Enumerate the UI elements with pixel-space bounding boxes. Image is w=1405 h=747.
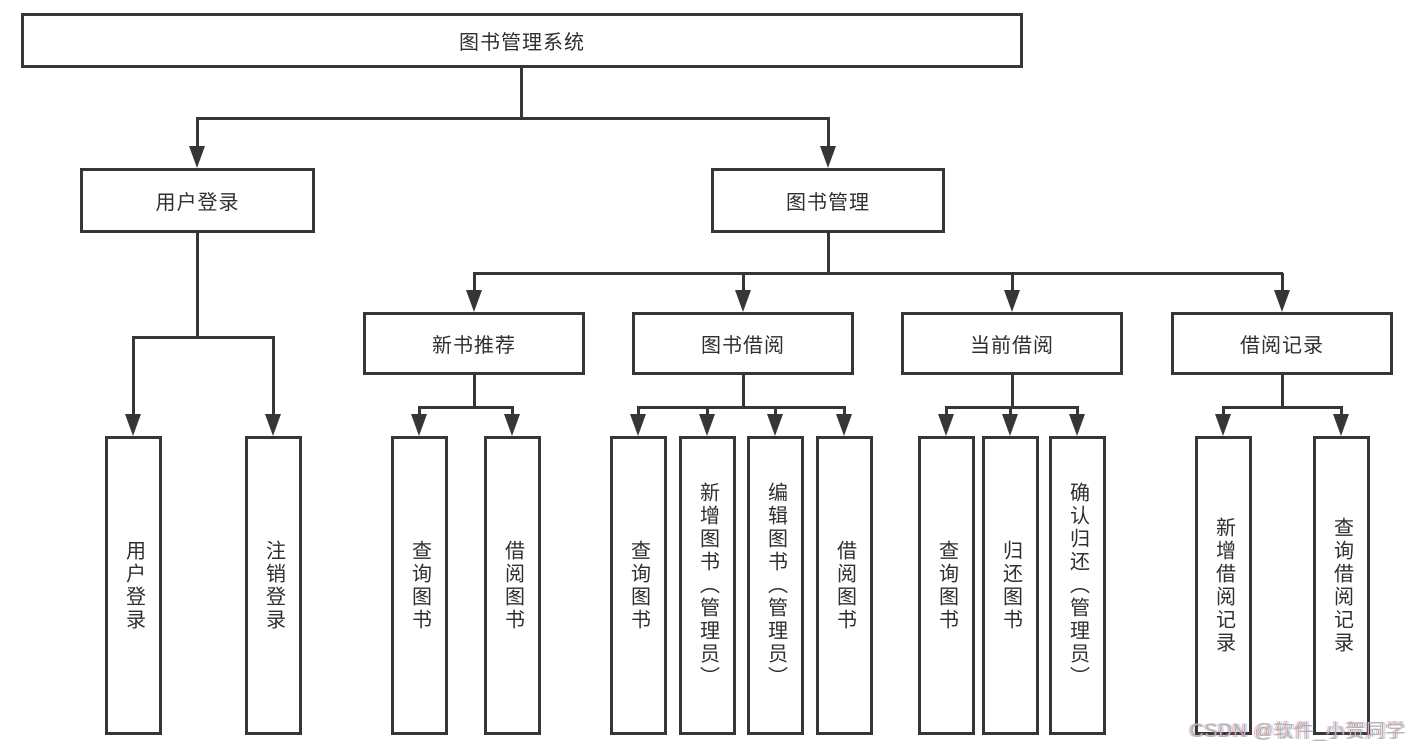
node-label: 新增借阅记录 [1212,516,1235,655]
leaf-logout: 注销登录 [245,436,302,735]
connector-hline [132,336,275,339]
node-book-borrowing: 图书借阅 [632,312,854,375]
arrow-down-icon [1069,414,1085,436]
leaf-edit-book-admin: 编辑图书（管理员） [747,436,804,735]
node-label: 借阅记录 [1240,335,1324,357]
node-user-login: 用户登录 [80,168,315,233]
connector-hline [473,272,1283,275]
connector-vline [272,337,275,416]
node-label: 用户登录 [155,192,240,214]
arrow-down-icon [466,290,482,312]
connector-vline [418,406,421,416]
arrow-down-icon [125,414,141,436]
arrow-down-icon [265,414,281,436]
arrow-down-icon [411,414,427,436]
connector-hline [1222,406,1343,409]
csdn-watermark: CSDN @软件_小贺同学 [1190,721,1405,742]
leaf-query-books: 查询图书 [918,436,975,735]
node-new-book-recommend: 新书推荐 [363,312,585,375]
connector-vline [1011,375,1014,408]
arrow-down-icon [189,146,205,168]
connector-vline [945,406,948,416]
arrow-down-icon [1274,290,1290,312]
leaf-return-book: 归还图书 [982,436,1039,735]
connector-vline [1281,375,1284,408]
leaf-add-book-admin: 新增图书（管理员） [679,436,736,735]
arrow-down-icon [735,290,751,312]
arrow-down-icon [630,414,646,436]
connector-hline [637,406,846,409]
connector-vline [196,118,199,148]
node-label: 新增图书（管理员） [696,482,719,689]
node-label: 当前借阅 [970,335,1054,357]
connector-vline [742,273,745,293]
arrow-down-icon [1333,414,1349,436]
connector-vline [511,406,514,416]
node-book-management: 图书管理 [711,168,945,233]
arrow-down-icon [699,414,715,436]
node-borrowing-records: 借阅记录 [1171,312,1393,375]
leaf-query-books: 查询图书 [391,436,448,735]
node-label: 查询图书 [408,539,431,632]
node-label: 编辑图书（管理员） [764,482,787,689]
connector-hline [945,406,1079,409]
connector-vline [1222,406,1225,416]
leaf-query-borrow-record: 查询借阅记录 [1313,436,1370,735]
connector-vline [1009,406,1012,416]
arrow-down-icon [1002,414,1018,436]
leaf-query-books: 查询图书 [610,436,667,735]
connector-vline [132,337,135,416]
connector-vline [473,375,476,408]
connector-vline [706,406,709,416]
connector-vline [1076,406,1079,416]
node-label: 借阅图书 [833,539,856,632]
node-label: 图书管理系统 [459,32,585,54]
node-label: 新书推荐 [432,335,516,357]
connector-vline [827,118,830,148]
node-label: 图书管理 [786,192,870,214]
node-label: 注销登录 [262,539,285,632]
leaf-confirm-return-admin: 确认归还（管理员） [1049,436,1106,735]
connector-hline [196,117,830,120]
arrow-down-icon [938,414,954,436]
connector-vline [843,406,846,416]
connector-vline [827,233,830,275]
connector-vline [1281,273,1284,293]
arrow-down-icon [836,414,852,436]
connector-vline [520,67,523,119]
node-label: 确认归还（管理员） [1066,482,1089,689]
connector-vline [1011,273,1014,293]
arrow-down-icon [767,414,783,436]
node-label: 查询借阅记录 [1330,516,1353,655]
connector-vline [473,273,476,293]
arrow-down-icon [1215,414,1231,436]
node-current-borrowing: 当前借阅 [901,312,1123,375]
arrow-down-icon [1004,290,1020,312]
connector-vline [774,406,777,416]
connector-vline [742,375,745,408]
node-label: 图书借阅 [701,335,785,357]
node-library-system: 图书管理系统 [21,13,1023,68]
node-label: 归还图书 [999,539,1022,632]
leaf-borrow-books: 借阅图书 [816,436,873,735]
node-label: 查询图书 [627,539,650,632]
connector-hline [418,406,514,409]
leaf-user-login: 用户登录 [105,436,162,735]
leaf-add-borrow-record: 新增借阅记录 [1195,436,1252,735]
node-label: 查询图书 [935,539,958,632]
arrow-down-icon [504,414,520,436]
leaf-borrow-books: 借阅图书 [484,436,541,735]
node-label: 借阅图书 [501,539,524,632]
arrow-down-icon [820,146,836,168]
node-label: 用户登录 [122,539,145,632]
connector-vline [637,406,640,416]
connector-vline [196,233,199,339]
connector-vline [1340,406,1343,416]
